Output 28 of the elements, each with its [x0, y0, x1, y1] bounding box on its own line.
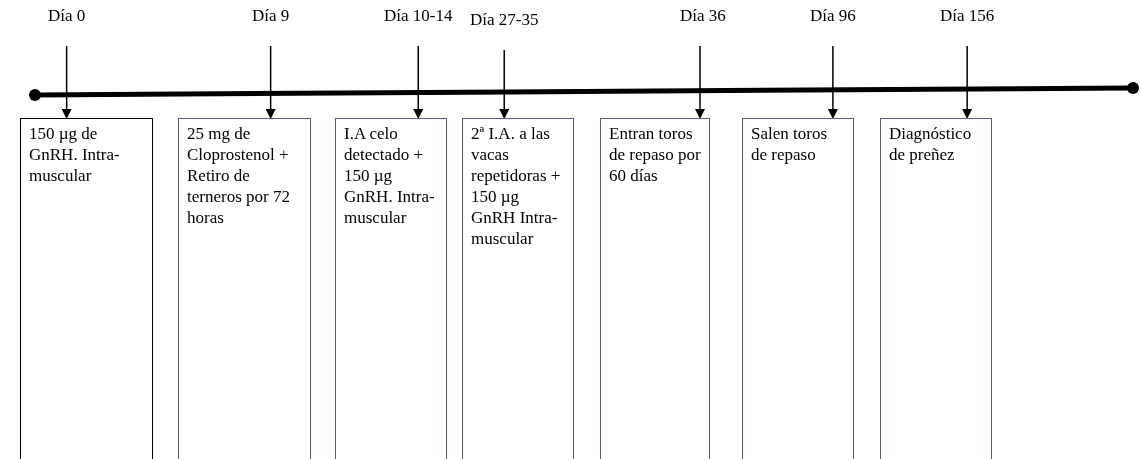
day-label: Día 36 [680, 6, 726, 26]
step-box [600, 118, 710, 459]
day-label: Día 10-14 [384, 6, 453, 26]
step-text: 25 mg de Cloprostenol + Retiro de terneros por 72 horas [187, 123, 291, 228]
step-text: Salen toros de repaso [751, 123, 829, 165]
step-text: I.A celo detectado + 150 µg GnRH. Intra-muscular [344, 123, 436, 228]
step-box [335, 118, 447, 459]
day-label: Día 27-35 [470, 10, 539, 30]
step-box [20, 118, 153, 459]
step-text: 150 µg de GnRH. Intra-muscular [29, 123, 121, 186]
step-box [880, 118, 992, 459]
day-label: Día 96 [810, 6, 856, 26]
step-box [178, 118, 311, 459]
arrow [695, 45, 705, 119]
step-text: Diagnóstico de preñez [889, 123, 973, 165]
arrow [962, 45, 973, 119]
day-label: Día 9 [252, 6, 290, 26]
day-label: Día 156 [940, 6, 995, 26]
step-text: Entran toros de repaso por 60 días [609, 123, 701, 186]
arrow [499, 49, 510, 119]
day-label: Día 0 [48, 6, 86, 26]
arrow [413, 45, 424, 119]
step-box [742, 118, 854, 459]
arrow [61, 45, 72, 119]
arrow [827, 45, 838, 119]
step-box [462, 118, 574, 459]
step-text: 2ª I.A. a las vacas repetidoras + 150 µg GnRH Intra-muscular [471, 123, 562, 249]
arrow [265, 45, 276, 119]
